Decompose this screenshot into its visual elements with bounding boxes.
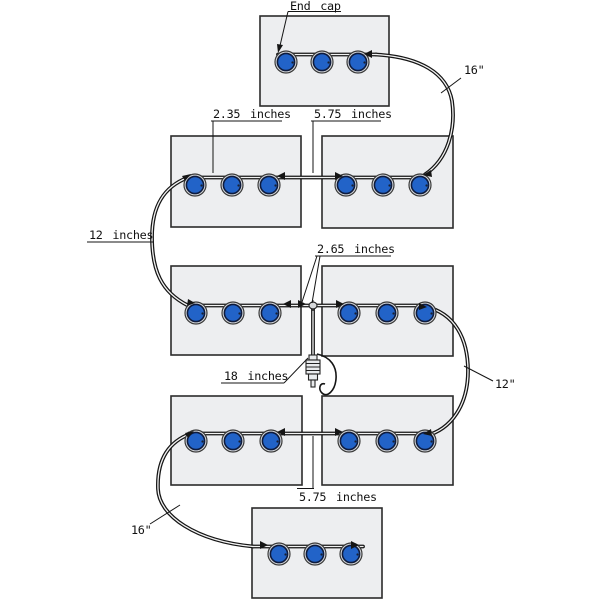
power-plug: [305, 353, 337, 396]
inline-connector: [308, 300, 318, 311]
socket: [184, 429, 208, 453]
cable-arrowhead: [419, 303, 427, 310]
plug-pigtail-wire: [316, 353, 337, 396]
leader-16bottom: [149, 504, 181, 525]
annotation-labels: End cap 2.35 inches 5.75 inches 12 inche…: [89, 0, 516, 537]
cable-arrowhead: [335, 172, 343, 180]
leader-endcap: [278, 11, 289, 51]
socket: [337, 429, 361, 453]
socket: [221, 301, 245, 325]
leader-18in: [283, 357, 309, 384]
label-left-jumper: 12 inches: [89, 228, 153, 242]
plug-neck: [307, 373, 319, 381]
cable-arrowhead: [277, 44, 283, 53]
label-jumper-top-right: 16": [464, 63, 484, 77]
cable-arrowhead: [351, 541, 359, 549]
socket: [274, 50, 298, 74]
cable-arrowhead: [423, 429, 432, 436]
socket: [259, 429, 283, 453]
leader-16top: [440, 77, 462, 94]
socket: [375, 301, 399, 325]
label-jumper-right: 12": [495, 377, 515, 391]
socket: [310, 50, 334, 74]
cable-arrowhead: [277, 172, 285, 180]
cable-core: [424, 305, 469, 437]
label-end-cap: End cap: [290, 0, 341, 13]
cable-core: [375, 53, 454, 176]
cable-arrowhead: [185, 431, 194, 438]
label-jumper-bottom-left: 16": [131, 523, 151, 537]
socket: [258, 301, 282, 325]
cable-arrowheads: [182, 44, 432, 549]
socket: [303, 542, 327, 566]
socket: [220, 173, 244, 197]
cable-arrowhead: [298, 300, 306, 308]
leader-12right: [463, 365, 494, 382]
leader-265-left: [301, 255, 318, 303]
cable-arrowhead: [336, 300, 344, 308]
cable-arrowhead: [283, 300, 291, 308]
bulb-sockets: [183, 50, 437, 566]
cable-arrowhead: [335, 428, 343, 436]
socket: [408, 173, 432, 197]
cable-core: [157, 432, 254, 548]
leader-265-right: [311, 255, 321, 304]
cable-arrowhead: [277, 428, 285, 436]
socket: [337, 301, 361, 325]
plug-collar: [308, 354, 318, 361]
label-panel-gap-bottom: 5.75 inches: [299, 490, 377, 504]
socket: [346, 50, 370, 74]
socket: [184, 301, 208, 325]
label-connector-spacing: 2.65 inches: [317, 242, 395, 256]
cable-arrowhead: [187, 299, 195, 306]
socket: [375, 429, 399, 453]
socket: [183, 173, 207, 197]
cable-core: [151, 176, 189, 307]
socket: [221, 429, 245, 453]
plug-prong: [310, 379, 316, 388]
label-socket-spacing: 2.35 inches: [213, 107, 291, 121]
leader-lines: [87, 11, 494, 525]
label-panel-gap-top: 5.75 inches: [314, 107, 392, 121]
socket: [371, 173, 395, 197]
cable-arrowhead: [182, 174, 191, 181]
socket: [257, 173, 281, 197]
cable-arrowhead: [260, 541, 268, 549]
label-plug-lead: 18 inches: [224, 369, 288, 383]
socket: [267, 542, 291, 566]
cable-arrowhead: [364, 50, 372, 58]
socket: [339, 542, 363, 566]
socket: [413, 301, 437, 325]
cable-arrowhead: [423, 170, 432, 177]
socket: [334, 173, 358, 197]
